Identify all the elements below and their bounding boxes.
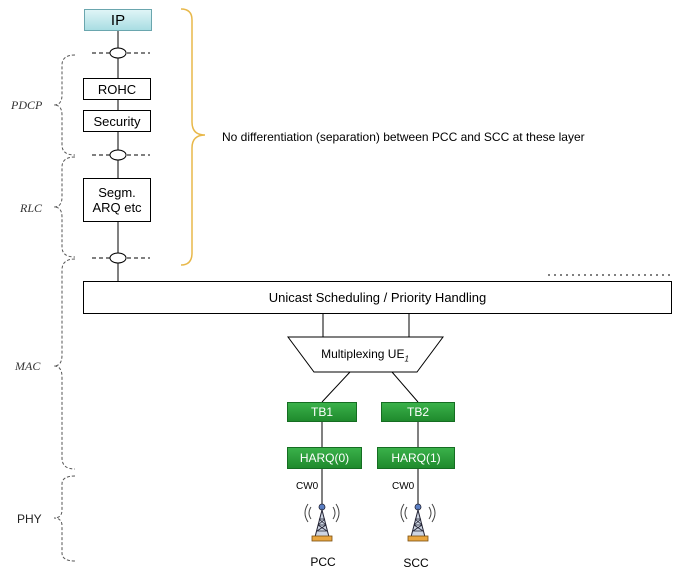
scheduler-box: Unicast Scheduling / Priority Handling [83,281,672,314]
mux-label: Multiplexing UE1 [305,347,425,363]
security-box: Security [83,110,151,132]
security-label: Security [93,113,141,129]
cw-label-pcc: CW0 [296,481,319,492]
mac-label: MAC [15,359,41,373]
tb1-label: TB1 [310,404,333,419]
phy-label: PHY [17,512,42,526]
ip-box: IP [84,9,152,31]
mux-subscript: 1 [404,354,409,364]
segmentation-box: Segm. ARQ etc [83,178,151,222]
tb2-label: TB2 [406,404,429,419]
rohc-box: ROHC [83,78,151,100]
harq0-label: HARQ(0) [299,450,350,465]
segm-label: Segm. [98,185,136,200]
arq-label: ARQ etc [92,200,142,215]
tb1-box: TB1 [287,402,357,422]
ip-label: IP [110,11,126,29]
pcc-label: PCC [310,555,336,569]
tb2-box: TB2 [381,402,455,422]
scheduler-label: Unicast Scheduling / Priority Handling [268,290,487,305]
scc-label: SCC [403,556,429,570]
antenna-tower-icon [400,503,436,542]
harq1-label: HARQ(1) [391,450,441,465]
brace-note: No differentiation (separation) between … [222,130,585,144]
mux-text: Multiplexing UE [321,347,405,361]
rohc-label: ROHC [97,81,137,97]
rlc-label: RLC [20,201,43,215]
harq1-box: HARQ(1) [377,447,455,469]
antenna-tower-icon [304,503,340,542]
harq0-box: HARQ(0) [287,447,362,469]
cw-label-scc: CW0 [392,481,415,492]
pdcp-label: PDCP [11,98,43,112]
